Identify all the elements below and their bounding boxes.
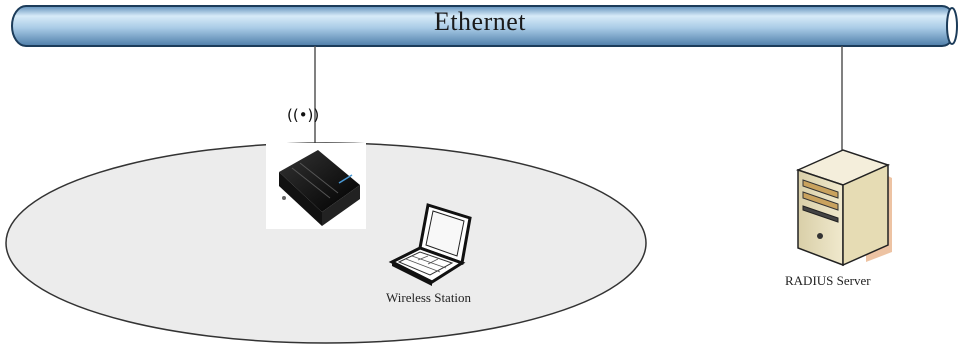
ethernet-bus [11,5,958,47]
server-icon[interactable] [795,149,892,267]
access-point-icon[interactable] [266,143,366,229]
wireless-station-label: Wireless Station [386,290,472,305]
laptop-icon[interactable] [388,203,472,286]
radius-server-label: RADIUS Server [785,273,871,288]
wireless-signal-icon: ((•)) [287,106,320,124]
ethernet-label: Ethernet [433,7,527,36]
